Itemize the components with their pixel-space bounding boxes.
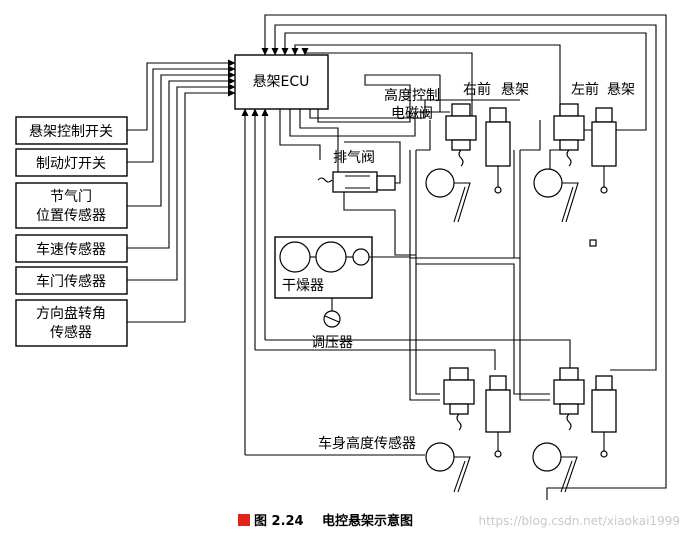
regulator-label: 调压器 xyxy=(311,335,353,351)
input-box-steering-angle-sensor: 方向盘转角 传感器 xyxy=(15,299,128,347)
input-box-suspension-control-switch: 悬架控制开关 xyxy=(15,116,128,145)
caption-title: 电控悬架示意图 xyxy=(322,513,413,529)
input-label: 车速传感器 xyxy=(36,241,106,258)
suspension-right-label: 悬架 xyxy=(501,82,529,98)
exhaust-valve: 排气阀 xyxy=(317,141,416,256)
body-height-sensor-label: 车身高度传感器 xyxy=(318,435,416,452)
watermark: https://blog.csdn.net/xiaokai1999 xyxy=(479,514,680,528)
input-label: 悬架控制开关 xyxy=(29,124,113,140)
front-left-suspension: 左前 悬架 xyxy=(533,81,635,247)
input-box-vehicle-speed-sensor: 车速传感器 xyxy=(15,234,128,263)
height-sensor-rl xyxy=(532,442,562,472)
input-label: 位置传感器 xyxy=(36,207,106,224)
height-valve-label-line1: 高度控制 xyxy=(384,87,440,104)
front-right-label: 右前 xyxy=(463,81,491,98)
suspension-left-label: 悬架 xyxy=(607,82,635,98)
rear-left-suspension xyxy=(532,367,617,493)
height-sensor-fl xyxy=(533,168,563,198)
dryer-label: 干燥器 xyxy=(282,278,324,294)
height-valve-label-line2: 电磁阀 xyxy=(391,106,433,122)
height-sensor-rr xyxy=(425,442,455,472)
compressor-circle-1 xyxy=(279,241,311,273)
input-box-brake-light-switch: 制动灯开关 xyxy=(15,148,128,177)
input-wires xyxy=(127,59,236,323)
input-label: 节气门 xyxy=(50,189,92,205)
compressor-circle-3 xyxy=(352,248,370,266)
input-label: 车门传感器 xyxy=(36,273,106,290)
front-right-suspension: 高度控制 电磁阀 右前 悬架 xyxy=(384,81,529,223)
height-sensor-fr xyxy=(425,168,455,198)
input-sensors: 悬架控制开关 制动灯开关 节气门 位置传感器 车速传感器 车门传感器 方向盘转角… xyxy=(15,116,128,347)
ecu-label: 悬架ECU xyxy=(253,74,310,90)
input-label: 制动灯开关 xyxy=(36,156,106,172)
figure-caption: 图 2.24 电控悬架示意图 https://blog.csdn.net/xia… xyxy=(238,513,680,529)
input-box-throttle-position-sensor: 节气门 位置传感器 xyxy=(15,182,128,229)
dryer-assembly: 干燥器 调压器 xyxy=(274,236,416,351)
input-label: 传感器 xyxy=(50,324,92,341)
input-label: 方向盘转角 xyxy=(36,305,106,322)
rear-right-suspension: 车身高度传感器 xyxy=(318,367,511,493)
front-left-label: 左前 xyxy=(571,81,599,98)
caption-figure-no: 图 2.24 xyxy=(254,514,304,529)
caption-marker xyxy=(238,514,250,526)
ecu-box: 悬架ECU xyxy=(234,54,329,110)
exhaust-valve-label: 排气阀 xyxy=(333,150,375,166)
air-pipes xyxy=(409,120,550,401)
input-box-door-sensor: 车门传感器 xyxy=(15,266,128,295)
bottom-ecu-wires xyxy=(241,74,571,456)
compressor-circle-2 xyxy=(315,241,347,273)
